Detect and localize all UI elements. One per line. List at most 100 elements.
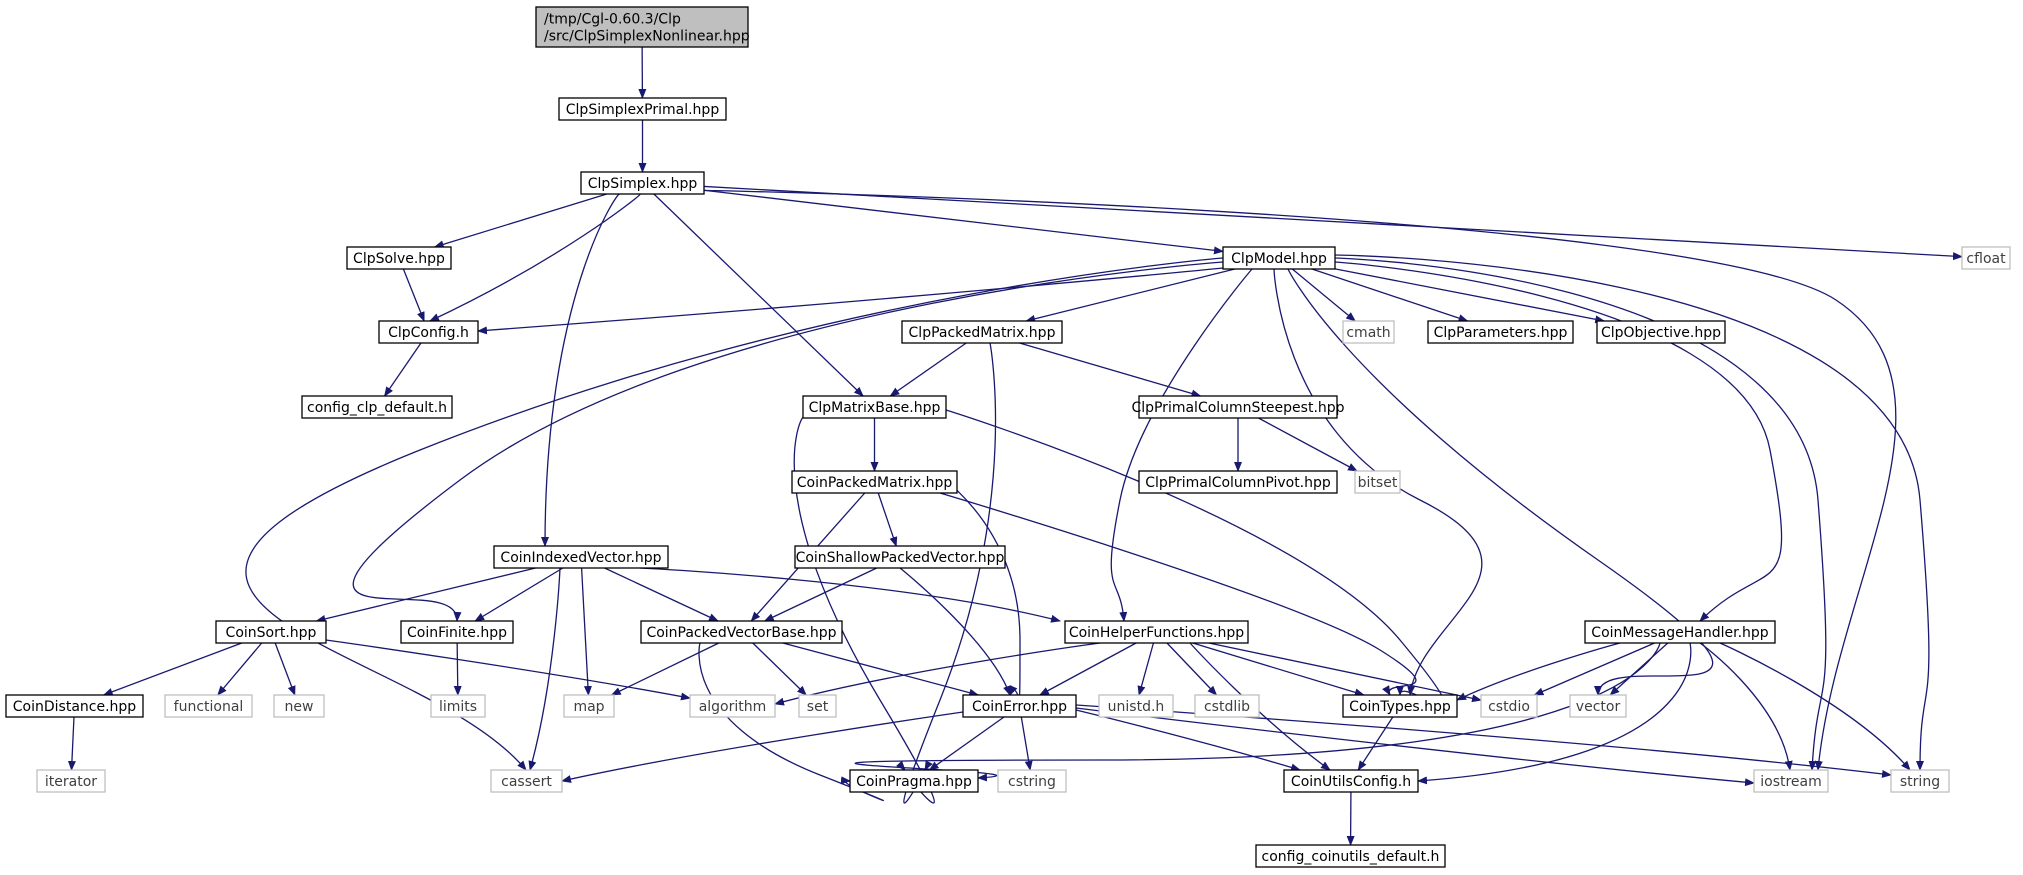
node-label-CoinMessageHandler: CoinMessageHandler.hpp [1591, 625, 1769, 641]
edge-ClpModel-to-CoinTypes [1273, 268, 1483, 696]
edge-CoinError-to-cassert [561, 711, 964, 783]
edge-CoinDistance-to-iterator [67, 716, 76, 771]
node-CoinHelperFunctions[interactable]: CoinHelperFunctions.hpp [1064, 620, 1249, 644]
node-label-CoinIndexedVector: CoinIndexedVector.hpp [500, 550, 661, 566]
node-vector: vector [1569, 694, 1627, 718]
edge-ClpPrimalColumnSteepest-to-bitset [1258, 417, 1358, 472]
node-box-CoinTypes [1342, 694, 1458, 718]
node-set: set [798, 694, 837, 718]
node-CoinIndexedVector[interactable]: CoinIndexedVector.hpp [493, 545, 669, 569]
node-ClpObjective[interactable]: ClpObjective.hpp [1596, 320, 1726, 344]
node-CoinShallowPackedVector[interactable]: CoinShallowPackedVector.hpp [794, 545, 1006, 569]
node-functional: functional [164, 694, 253, 718]
node-label-algorithm: algorithm [699, 699, 767, 715]
node-box-cfloat [1961, 246, 2011, 270]
node-box-algorithm [689, 694, 776, 718]
edge-CoinIndexedVector-to-cassert [528, 567, 561, 771]
edge-CoinPackedVectorBase-to-map [610, 642, 720, 696]
node-CoinMessageHandler[interactable]: CoinMessageHandler.hpp [1584, 620, 1776, 644]
node-box-cassert [490, 769, 563, 793]
node-root[interactable]: /tmp/Cgl-0.60.3/Clp/src/ClpSimplexNonlin… [535, 6, 750, 48]
edge-ClpSimplex-to-ClpModel [703, 189, 1224, 255]
node-box-ClpSimplex [580, 171, 705, 195]
node-box-CoinPackedVectorBase [640, 620, 843, 644]
node-CoinPackedMatrix[interactable]: CoinPackedMatrix.hpp [791, 470, 958, 494]
node-label-iostream: iostream [1760, 774, 1822, 790]
node-ClpMatrixBase[interactable]: ClpMatrixBase.hpp [802, 395, 947, 419]
edge-ClpSimplex-to-cfloat [703, 185, 1963, 261]
node-label-new: new [285, 699, 314, 715]
edge-ClpMatrixBase-to-CoinTypes [945, 409, 1446, 706]
node-box-ClpConfig [378, 320, 479, 344]
edge-ClpModel-to-vector [1287, 268, 1714, 696]
node-ClpConfig[interactable]: ClpConfig.h [378, 320, 479, 344]
node-string: string [1890, 769, 1950, 793]
node-cassert: cassert [490, 769, 563, 793]
node-CoinTypes[interactable]: CoinTypes.hpp [1342, 694, 1458, 718]
node-box-vector [1569, 694, 1627, 718]
node-cfloat: cfloat [1961, 246, 2011, 270]
node-box-ClpSolve [346, 246, 452, 270]
node-CoinError[interactable]: CoinError.hpp [962, 694, 1077, 718]
edge-CoinHelperFunctions-to-algorithm [774, 642, 1101, 706]
node-label-cmath: cmath [1346, 325, 1390, 341]
node-ClpPrimalColumnSteepest[interactable]: ClpPrimalColumnSteepest.hpp [1131, 395, 1345, 419]
node-ClpPrimalColumnPivot[interactable]: ClpPrimalColumnPivot.hpp [1138, 470, 1338, 494]
node-label-ClpModel: ClpModel.hpp [1231, 251, 1327, 267]
node-config_clp_default[interactable]: config_clp_default.h [301, 395, 453, 419]
node-label-functional: functional [174, 699, 244, 715]
node-CoinPackedVectorBase[interactable]: CoinPackedVectorBase.hpp [640, 620, 843, 644]
edge-CoinMessageHandler-to-string [1719, 642, 1911, 771]
node-label-vector: vector [1576, 699, 1621, 715]
node-ClpParameters[interactable]: ClpParameters.hpp [1427, 320, 1574, 344]
node-box-limits [430, 694, 486, 718]
node-box-iterator [36, 769, 106, 793]
node-label-limits: limits [439, 699, 477, 715]
edge-CoinIndexedVector-to-CoinPackedVectorBase [604, 567, 719, 622]
edge-CoinTypes-to-CoinUtilsConfig [1357, 716, 1394, 771]
node-label-cassert: cassert [501, 774, 552, 790]
edge-CoinIndexedVector-to-CoinHelperFunctions [639, 567, 1061, 623]
edge-ClpModel-to-string [1334, 254, 1930, 771]
node-cstdlib: cstdlib [1194, 694, 1260, 718]
node-iostream: iostream [1753, 769, 1829, 793]
node-box-ClpPrimalColumnSteepest [1138, 395, 1338, 419]
node-CoinPragma[interactable]: CoinPragma.hpp [849, 769, 979, 793]
edge-ClpModel-to-ClpObjective [1334, 268, 1606, 324]
node-label-CoinPackedMatrix: CoinPackedMatrix.hpp [797, 475, 953, 491]
node-CoinDistance[interactable]: CoinDistance.hpp [5, 694, 144, 718]
edge-ClpModel-to-cmath [1291, 268, 1356, 322]
edge-CoinIndexedVector-to-map [580, 567, 592, 696]
node-ClpSimplexPrimal[interactable]: ClpSimplexPrimal.hpp [558, 97, 727, 121]
node-label-cstdio: cstdio [1488, 699, 1530, 715]
node-label-ClpMatrixBase: ClpMatrixBase.hpp [809, 400, 941, 416]
edge-ClpPackedMatrix-to-ClpPrimalColumnSteepest [1019, 342, 1202, 398]
node-CoinSort[interactable]: CoinSort.hpp [215, 620, 327, 644]
node-label-ClpParameters: ClpParameters.hpp [1434, 325, 1568, 341]
node-CoinFinite[interactable]: CoinFinite.hpp [400, 620, 514, 644]
node-box-CoinError [962, 694, 1077, 718]
node-box-ClpMatrixBase [802, 395, 947, 419]
node-box-unistd [1098, 694, 1174, 718]
node-box-ClpParameters [1427, 320, 1574, 344]
node-label-CoinTypes: CoinTypes.hpp [1349, 699, 1451, 715]
node-CoinUtilsConfig[interactable]: CoinUtilsConfig.h [1283, 769, 1419, 793]
edge-ClpConfig-to-config_clp_default [383, 342, 422, 397]
node-ClpSolve[interactable]: ClpSolve.hpp [346, 246, 452, 270]
node-label-unistd: unistd.h [1108, 699, 1165, 715]
node-ClpPackedMatrix[interactable]: ClpPackedMatrix.hpp [901, 320, 1063, 344]
node-box-CoinPragma [849, 769, 979, 793]
node-map: map [563, 694, 615, 718]
edge-ClpSolve-to-ClpConfig [402, 268, 425, 322]
edge-ClpModel-to-CoinFinite [352, 261, 1224, 622]
node-box-cstring [997, 769, 1067, 793]
node-box-new [273, 694, 325, 718]
node-config_coinutils_default[interactable]: config_coinutils_default.h [1255, 844, 1446, 868]
edge-ClpModel-to-CoinHelperFunctions [1110, 268, 1253, 622]
node-box-config_clp_default [301, 395, 453, 419]
node-label-config_coinutils_default: config_coinutils_default.h [1262, 849, 1440, 865]
edge-ClpModel-to-ClpParameters [1311, 268, 1469, 322]
edge-CoinPackedVectorBase-to-CoinError [782, 642, 980, 697]
node-ClpModel[interactable]: ClpModel.hpp [1222, 246, 1336, 270]
node-ClpSimplex[interactable]: ClpSimplex.hpp [580, 171, 705, 195]
